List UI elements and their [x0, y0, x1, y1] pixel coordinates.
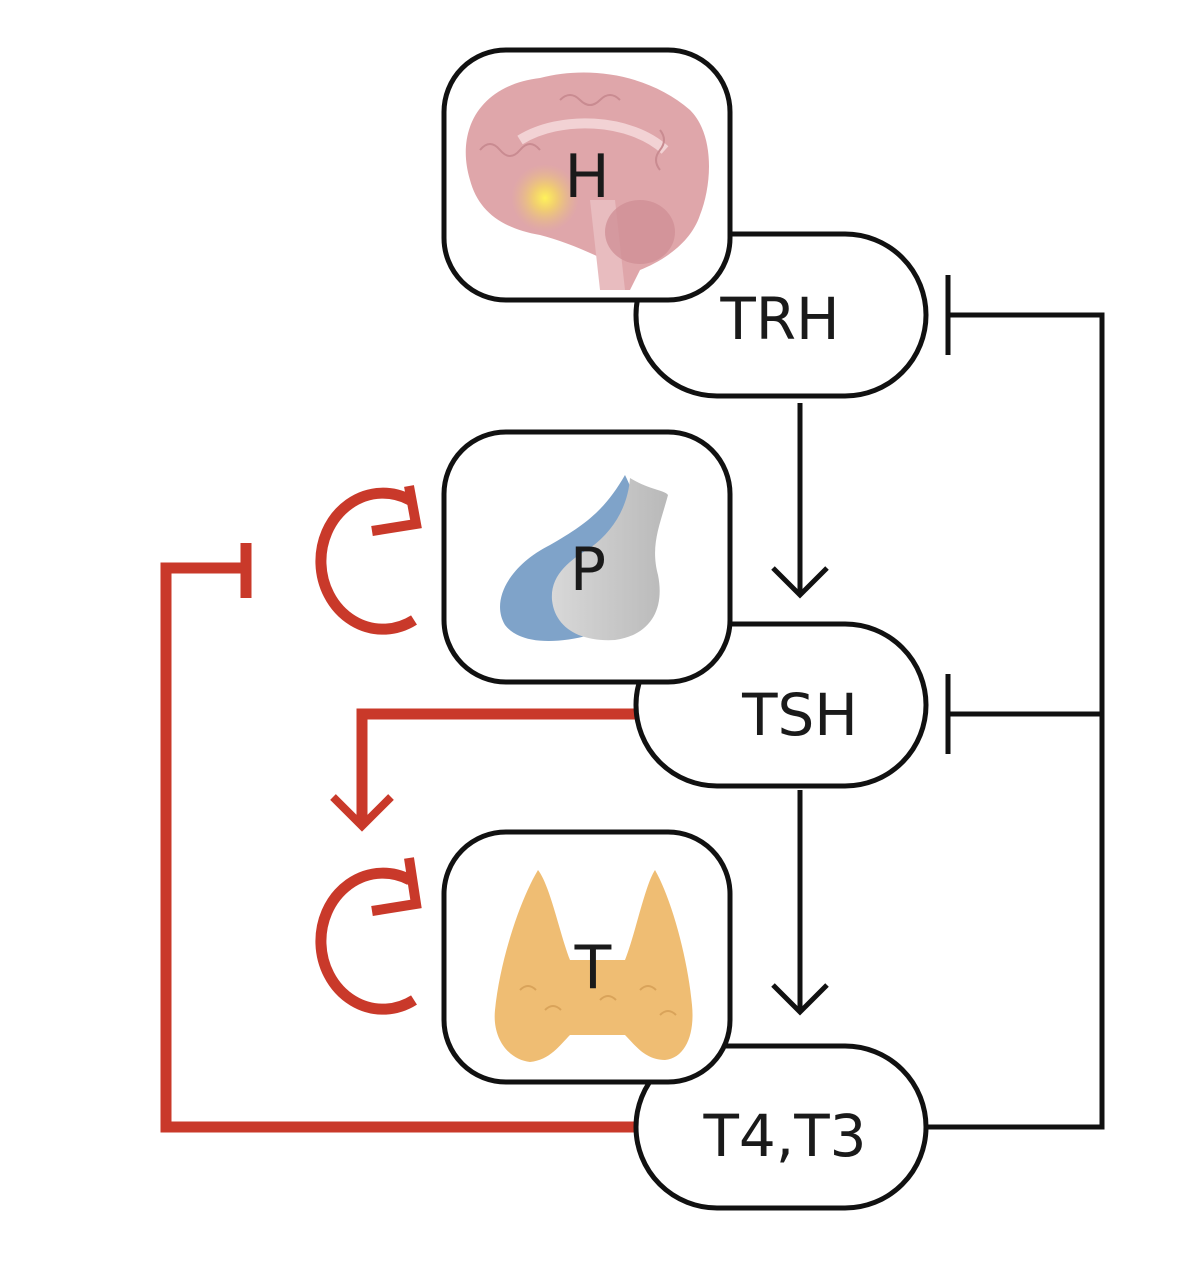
tsh-label: TSH [741, 681, 858, 749]
black-connectors [771, 275, 1105, 1130]
red-connectors [160, 485, 636, 1133]
tsh-to-thyroid-stimulation-line [356, 708, 636, 825]
t4t3-to-pituitary-inhibition-line [160, 562, 636, 1133]
pituitary-gland-icon [500, 475, 668, 642]
hormone-t4t3: T4,T3 [633, 1043, 929, 1211]
tsh-to-t4t3-arrowhead [771, 983, 829, 1016]
pituitary-self-loop-arrowhead [371, 485, 422, 536]
trh-label: TRH [719, 285, 839, 353]
pituitary-self-loop-icon [315, 487, 417, 635]
organ-hypothalamus: H [441, 47, 733, 303]
trh-to-tsh-arrowhead [771, 566, 829, 599]
thyroid-label: T [574, 933, 612, 1003]
pituitary-label: P [570, 535, 606, 605]
brain-icon [465, 72, 710, 290]
organ-pituitary: P [441, 429, 733, 685]
hypothalamus-label: H [564, 142, 609, 212]
t4t3-label: T4,T3 [702, 1102, 866, 1170]
thyroid-self-loop-arrowhead [371, 857, 422, 916]
organ-thyroid: T [441, 829, 733, 1085]
tsh-to-thyroid-arrowhead [330, 794, 394, 832]
thyroid-gland-icon [494, 870, 693, 1062]
thyroid-self-loop-icon [315, 867, 417, 1015]
t4t3-pill [633, 1043, 929, 1211]
hypothalamus-glow [511, 164, 579, 232]
feedback-trunk-line [925, 312, 1105, 1130]
